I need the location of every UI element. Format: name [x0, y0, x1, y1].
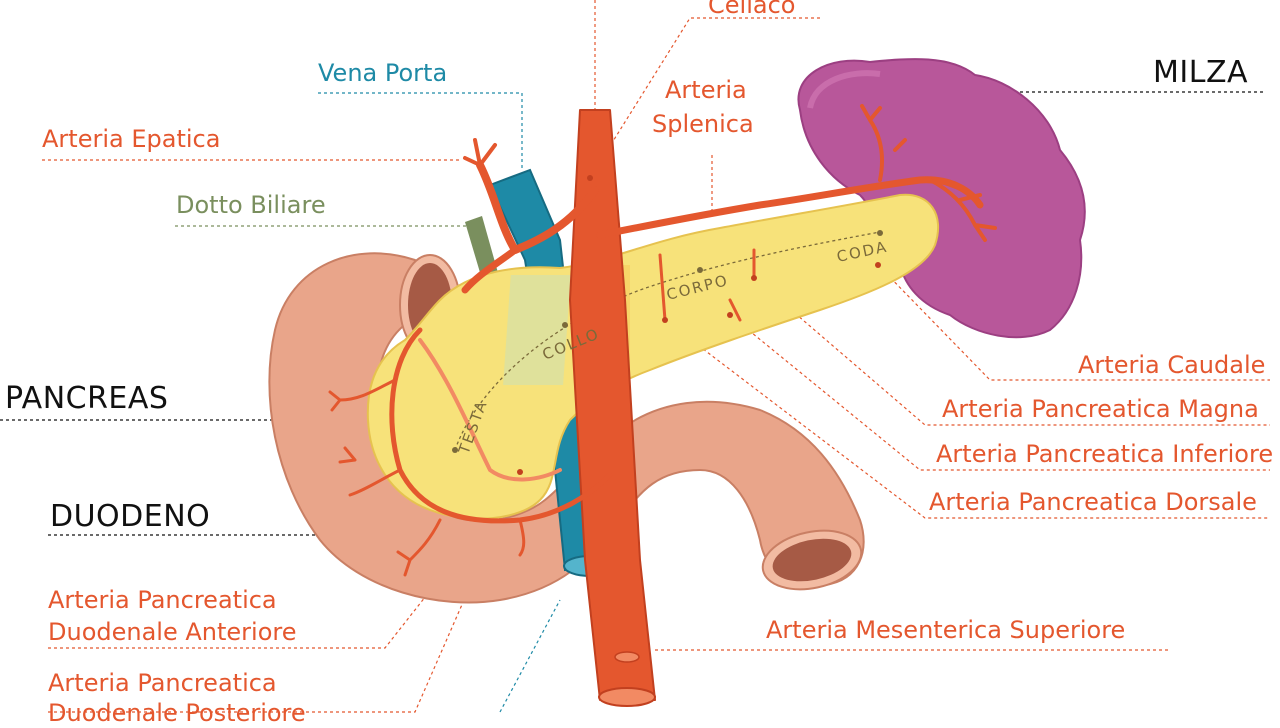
arteries	[328, 104, 997, 707]
label-vena-porta: Vena Porta	[318, 59, 448, 87]
label-arteria-pancreatica-inferiore: Arteria Pancreatica Inferiore	[936, 440, 1274, 468]
label-arteria-splenica-line2: Splenica	[652, 110, 754, 138]
label-arteria-splenica-line1: Arteria	[665, 76, 747, 104]
label-apd-anteriore-line1: Arteria Pancreatica	[48, 586, 277, 614]
label-duodeno: DUODENO	[50, 499, 211, 534]
label-arteria-mesenterica: Arteria Mesenterica Superiore	[766, 616, 1126, 644]
label-arteria-pancreatica-magna: Arteria Pancreatica Magna	[942, 395, 1259, 423]
label-arteria-epatica: Arteria Epatica	[42, 125, 221, 153]
label-milza: MILZA	[1153, 55, 1249, 90]
label-arteria-pancreatica-dorsale: Arteria Pancreatica Dorsale	[929, 488, 1257, 516]
label-pancreas: PANCREAS	[5, 381, 169, 416]
label-dotto-biliare: Dotto Biliare	[176, 191, 326, 219]
label-arteria-caudale: Arteria Caudale	[1078, 351, 1266, 379]
label-apd-anteriore-line2: Duodenale Anteriore	[48, 618, 297, 646]
label-apd-posteriore-line2: Duodenale Posteriore	[48, 699, 306, 727]
label-celiaco: Celiaco	[708, 0, 796, 19]
label-apd-posteriore-line1: Arteria Pancreatica	[48, 669, 277, 697]
